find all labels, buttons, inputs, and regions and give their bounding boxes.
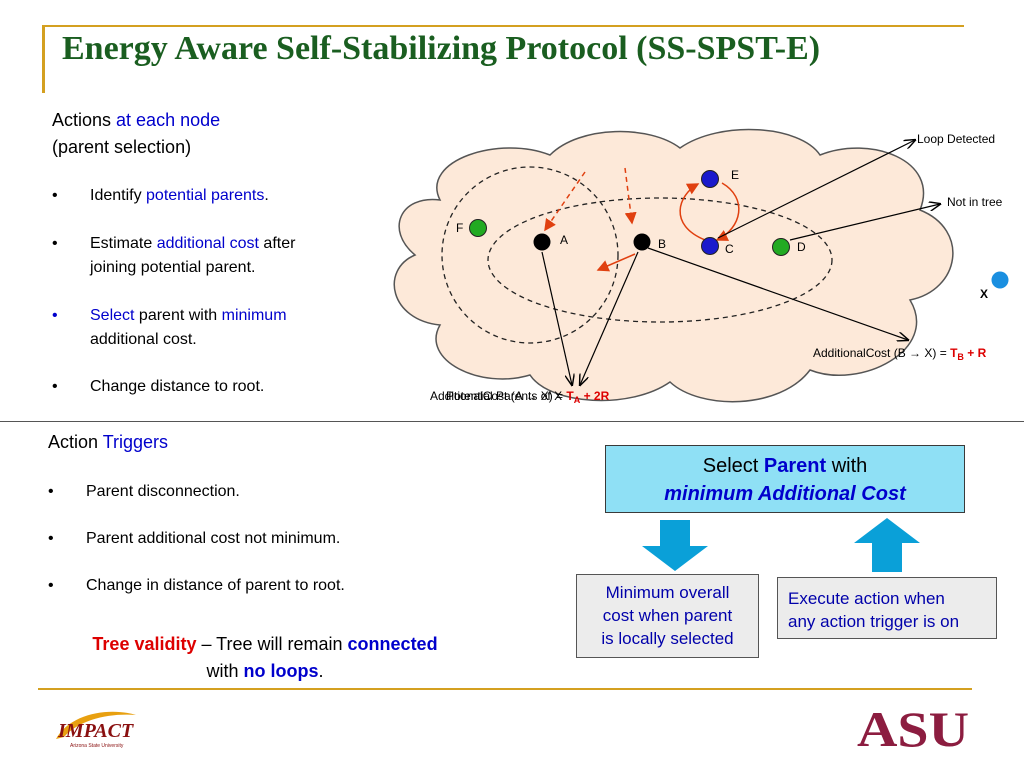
node-label-a: A (560, 233, 568, 247)
footer-rule (38, 688, 972, 690)
triggers-heading: Action Triggers (48, 432, 169, 452)
not-in-tree-label: Not in tree (947, 195, 1003, 209)
actions-subheading: (parent selection) (52, 137, 192, 157)
red-arrow-b-left (596, 253, 636, 272)
potential-parents-label: Potential Parents of X (446, 389, 562, 403)
loop-arc-right (715, 182, 740, 241)
svg-text:IMPACT: IMPACT (57, 720, 134, 742)
down-arrow-icon (642, 520, 708, 571)
node-x (991, 271, 1009, 289)
range-circle-a (441, 166, 619, 344)
actions-heading-prefix: Actions (52, 110, 117, 130)
line-c-to-loop (717, 140, 915, 239)
node-label-b: B (658, 237, 666, 251)
line-a-to-potential (541, 251, 572, 385)
tree-validity-statement: Tree validity – Tree will remain connect… (92, 634, 438, 681)
node-c (701, 237, 719, 255)
line-d-to-notintree (789, 204, 940, 241)
section-divider (0, 421, 1024, 422)
node-d (772, 238, 790, 256)
page-title: Energy Aware Self-Stabilizing Protocol (… (62, 30, 821, 67)
title-top-rule (42, 25, 964, 27)
loop-arc-left (679, 183, 706, 241)
network-diagram: F A B E C D X Loop Detected Not in tree … (393, 128, 1009, 405)
additional-cost-a: AdditionalCost (A → X) = TA + 2R (430, 389, 610, 405)
additional-cost-b: AdditionalCost (B → X) = TB + R (813, 346, 987, 362)
actions-heading: Actions at each node (52, 108, 220, 132)
red-dashed-arrow-b (624, 167, 637, 225)
up-arrow-icon (854, 518, 920, 572)
node-a (533, 233, 551, 251)
impact-logo: IMPACT Arizona State University (56, 711, 136, 749)
svg-text:ASU: ASU (857, 701, 969, 752)
node-e (701, 170, 719, 188)
actions-heading-highlight: at each node (116, 110, 221, 130)
node-label-x: X (980, 287, 988, 301)
svg-text:Arizona State University: Arizona State University (70, 743, 124, 749)
triggers-bullet-list: •Parent disconnection. •Parent additiona… (48, 483, 345, 594)
title-side-rule (42, 25, 45, 93)
line-b-to-cost (647, 247, 908, 340)
node-label-d: D (797, 240, 806, 254)
node-label-e: E (731, 168, 739, 182)
asu-logo: ASU (857, 701, 969, 752)
execute-action-box: Execute action when any action trigger i… (777, 577, 997, 639)
node-label-f: F (456, 221, 463, 235)
minimum-cost-box: Minimum overall cost when parent is loca… (576, 574, 759, 658)
line-b-to-potential (580, 251, 639, 385)
select-parent-box: Select Parent with minimum Additional Co… (605, 445, 965, 513)
cloud-shape (393, 128, 954, 403)
loop-detected-label: Loop Detected (917, 132, 995, 146)
node-label-c: C (725, 242, 734, 256)
actions-bullet-list: • Identify potential parents. • Estimate… (52, 187, 296, 395)
red-dashed-arrow-a (544, 171, 586, 232)
node-b (633, 233, 651, 251)
range-ellipse-b (487, 197, 833, 323)
node-f (469, 219, 487, 237)
